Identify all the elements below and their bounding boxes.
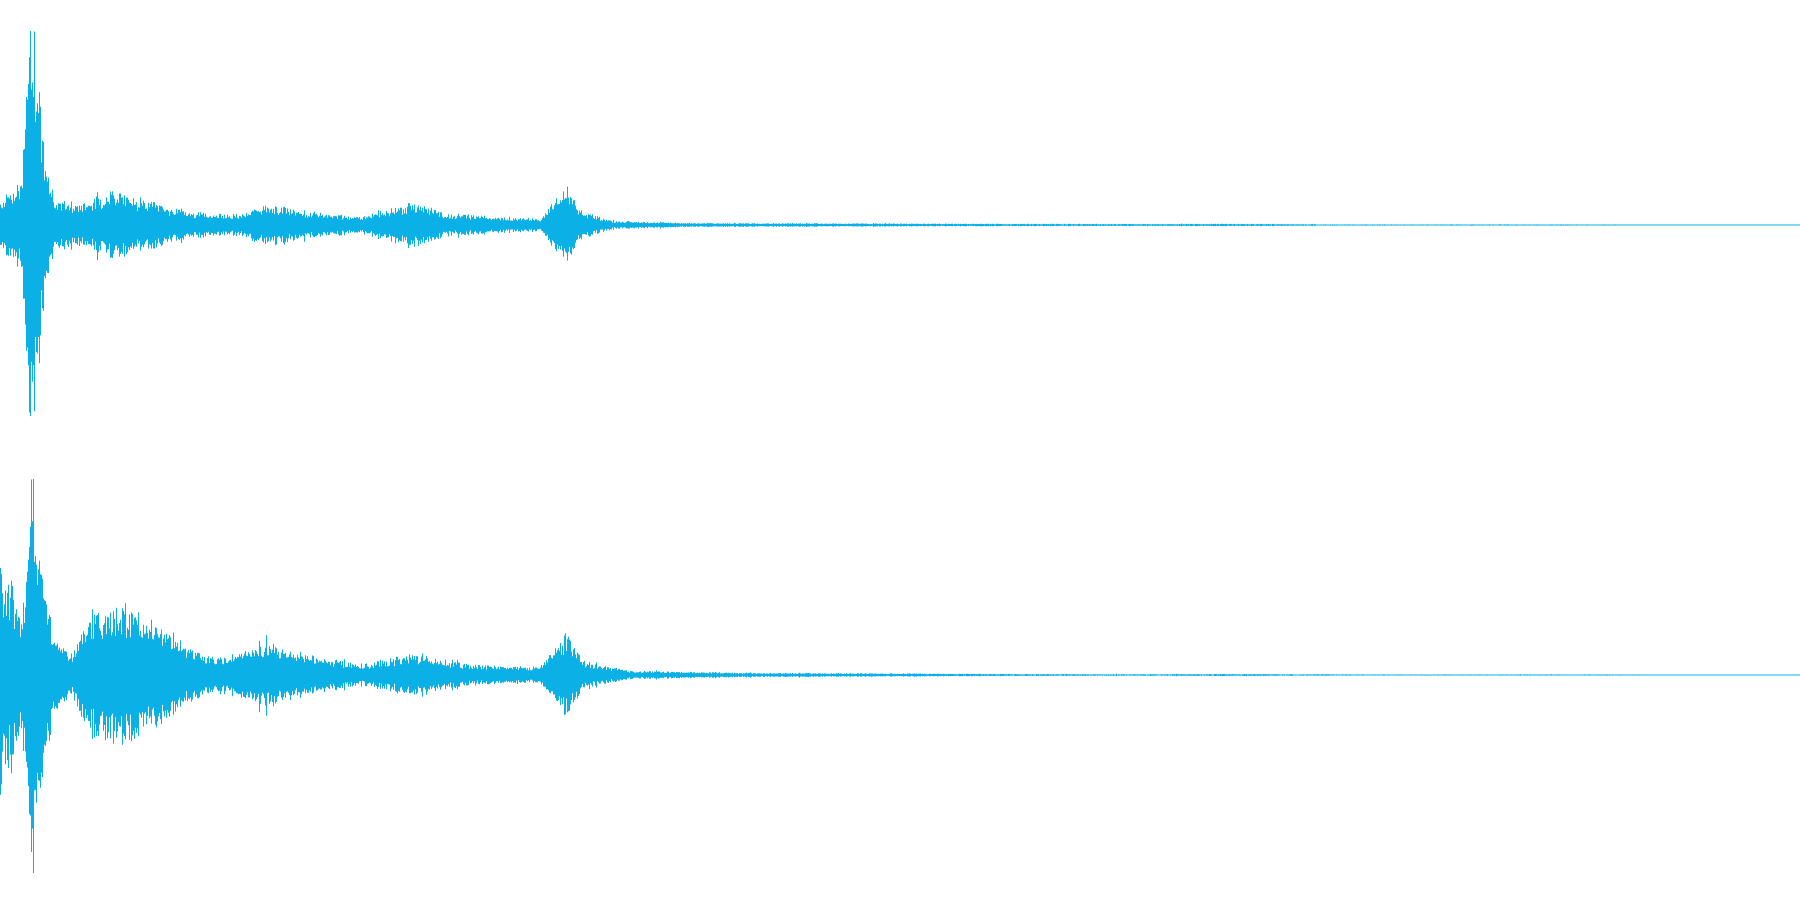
channel-2-samples [0,479,1800,873]
channel-1-samples [0,30,1800,417]
channel-2-waveform [0,479,1800,873]
channel-1-waveform [0,30,1800,417]
